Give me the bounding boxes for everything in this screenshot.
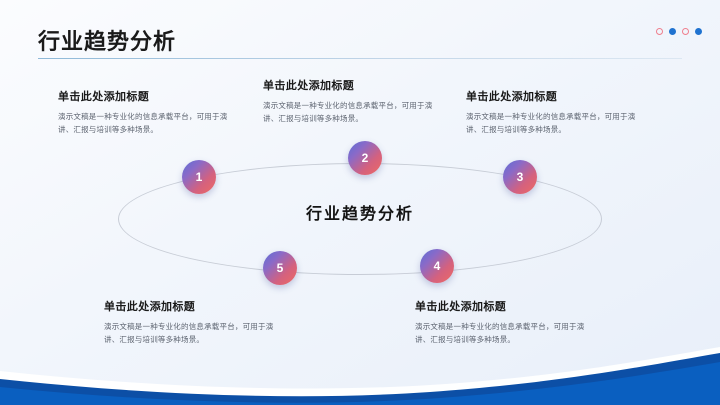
node-title-4: 单击此处添加标题 [415,301,507,313]
node-badge-4[interactable]: 4 [420,249,454,283]
node-text-block-4: 单击此处添加标题 演示文稿是一种专业化的信息承载平台，可用于演讲、汇报与培训等多… [415,298,595,346]
node-badge-2[interactable]: 2 [348,141,382,175]
node-text-block-5: 单击此处添加标题 演示文稿是一种专业化的信息承载平台，可用于演讲、汇报与培训等多… [104,298,284,346]
node-body-1: 演示文稿是一种专业化的信息承载平台，可用于演讲、汇报与培训等多种场景。 [58,112,228,135]
node-title-1: 单击此处添加标题 [58,91,150,103]
node-text-block-2: 单击此处添加标题 演示文稿是一种专业化的信息承载平台，可用于演讲、汇报与培训等多… [263,77,443,125]
node-body-2: 演示文稿是一种专业化的信息承载平台，可用于演讲、汇报与培训等多种场景。 [263,101,433,124]
node-title-5: 单击此处添加标题 [104,301,196,313]
title-divider [38,58,682,59]
node-text-block-3: 单击此处添加标题 演示文稿是一种专业化的信息承载平台，可用于演讲、汇报与培训等多… [466,88,646,136]
diagram-center-label: 行业趋势分析 [305,206,414,223]
node-text-block-1: 单击此处添加标题 演示文稿是一种专业化的信息承载平台，可用于演讲、汇报与培训等多… [58,88,238,136]
node-body-5: 演示文稿是一种专业化的信息承载平台，可用于演讲、汇报与培训等多种场景。 [104,322,274,345]
node-title-3: 单击此处添加标题 [466,91,558,103]
dot-solid-icon [669,28,676,35]
node-badge-5[interactable]: 5 [263,251,297,285]
node-badge-3[interactable]: 3 [503,160,537,194]
dot-hollow-icon [656,28,663,35]
node-title-2: 单击此处添加标题 [263,80,355,92]
dot-solid-icon [695,28,702,35]
corner-dot-group [656,28,702,35]
node-body-4: 演示文稿是一种专业化的信息承载平台，可用于演讲、汇报与培训等多种场景。 [415,322,585,345]
dot-hollow-icon [682,28,689,35]
node-body-3: 演示文稿是一种专业化的信息承载平台，可用于演讲、汇报与培训等多种场景。 [466,112,636,135]
page-title: 行业趋势分析 [38,29,177,54]
node-badge-1[interactable]: 1 [182,160,216,194]
